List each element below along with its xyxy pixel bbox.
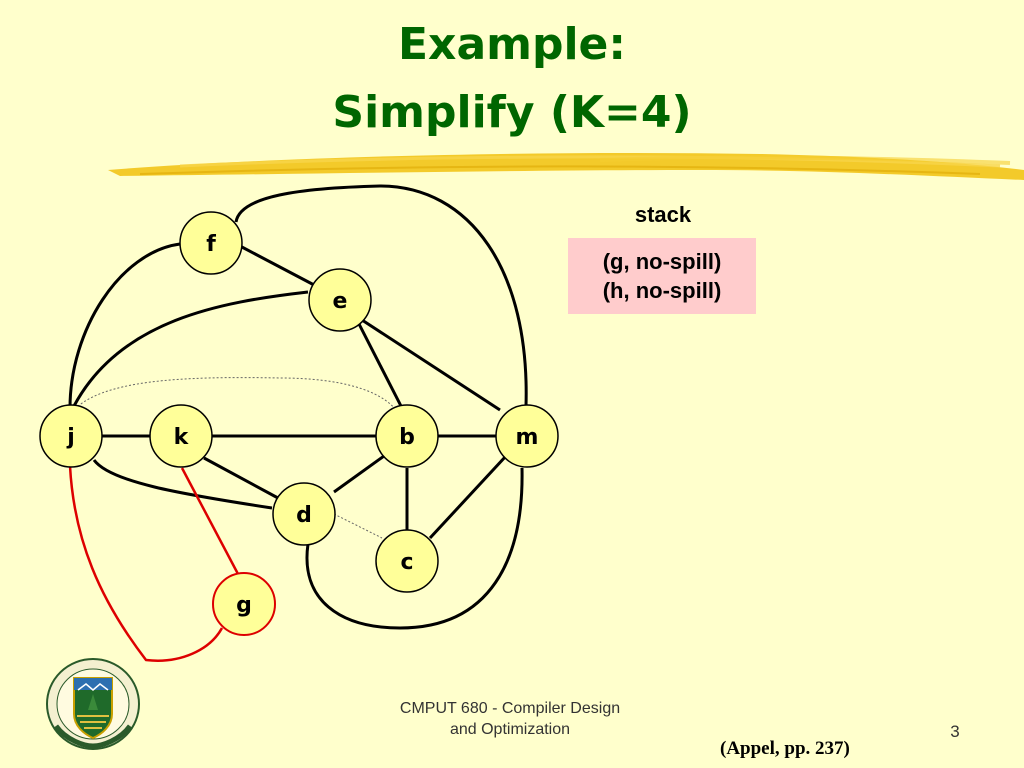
citation: (Appel, pp. 237) xyxy=(720,738,850,759)
edge-f-m xyxy=(234,184,528,407)
edge-j-d xyxy=(92,459,273,510)
edge-f-e xyxy=(239,244,317,288)
node-j: j xyxy=(39,404,103,468)
edge-e-m xyxy=(361,318,501,412)
course-subtitle: and Optimization xyxy=(449,721,571,738)
edge-b-d xyxy=(333,454,385,494)
svg-text:e: e xyxy=(333,289,348,314)
edge-d-m xyxy=(305,467,524,630)
node-k: k xyxy=(149,404,213,468)
edge-c-m xyxy=(428,454,508,540)
svg-text:f: f xyxy=(206,232,216,257)
svg-text:g: g xyxy=(236,593,252,618)
node-c: c xyxy=(375,529,439,593)
stack-title: stack xyxy=(634,202,692,227)
svg-text:d: d xyxy=(296,503,312,528)
node-e: e xyxy=(308,268,372,332)
stack-box: (g, no-spill) (h, no-spill) xyxy=(568,238,756,314)
graph-nodes: f e j k b m d xyxy=(39,211,559,636)
node-d: d xyxy=(272,482,336,546)
svg-text:c: c xyxy=(400,550,413,575)
university-crest-logo xyxy=(46,658,140,750)
node-g: g xyxy=(212,572,276,636)
course-footer: CMPUT 680 - Compiler Design and Optimiza… xyxy=(360,698,660,740)
svg-text:m: m xyxy=(516,425,539,450)
move-edge-d-c xyxy=(333,513,383,539)
node-f: f xyxy=(179,211,243,275)
page-number: 3 xyxy=(950,722,960,741)
node-m: m xyxy=(495,404,559,468)
node-b: b xyxy=(375,404,439,468)
move-edge-j-b xyxy=(71,377,397,413)
removed-edge-j-g xyxy=(68,465,224,662)
slide-title-line2: Simplify (K=4) xyxy=(332,87,692,138)
course-name: CMPUT 680 - Compiler Design xyxy=(399,700,621,717)
title-underline-brush xyxy=(108,152,1024,180)
stack-entry: (h, no-spill) xyxy=(602,278,722,303)
stack-entry: (g, no-spill) xyxy=(602,249,722,274)
edge-e-j xyxy=(72,290,309,407)
edge-e-b xyxy=(356,321,404,409)
edge-k-d xyxy=(203,456,279,500)
svg-text:j: j xyxy=(66,425,75,450)
slide-title-line1: Example: xyxy=(398,19,626,70)
edge-f-j xyxy=(68,242,181,409)
svg-text:k: k xyxy=(174,425,190,450)
svg-text:b: b xyxy=(399,425,415,450)
removed-edge-k-g xyxy=(180,467,240,575)
